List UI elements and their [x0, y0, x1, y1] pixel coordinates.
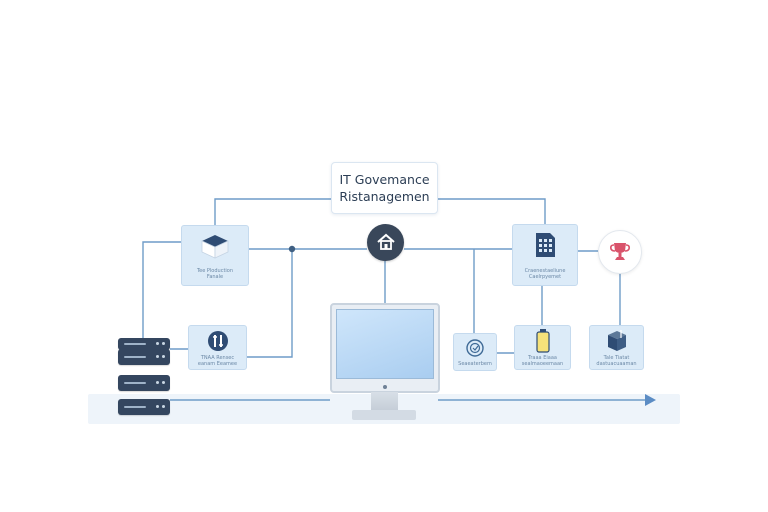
monitor-stand [371, 392, 398, 412]
server-slot [124, 382, 146, 384]
title-line-2: Ristanagemen [339, 189, 430, 204]
server-led [156, 405, 159, 408]
monitor-base [352, 410, 416, 420]
monitor-icon[interactable] [330, 303, 440, 393]
battery-icon [535, 329, 550, 353]
node-sublabel: eanam Eeamee [197, 361, 238, 367]
node-sublabel: dastuacuaaman [596, 361, 637, 367]
server-led [156, 342, 159, 345]
server-led [162, 342, 165, 345]
title-line-1: IT Govemance [339, 172, 430, 187]
hub-node[interactable] [367, 224, 404, 261]
server-unit-2[interactable] [118, 349, 170, 365]
document-grid-icon [536, 233, 555, 257]
timeline-arrowhead [645, 394, 656, 406]
node-label: Craenestaeliune [524, 268, 566, 274]
node-security[interactable]: Seaeaterbem [453, 333, 497, 371]
server-unit-1[interactable] [118, 338, 170, 350]
server-led [156, 381, 159, 384]
award-node[interactable] [598, 230, 642, 274]
cube-icon [201, 235, 229, 259]
node-compliance[interactable]: Craenestaeliune Caelrpyemet [512, 224, 578, 286]
trophy-icon [610, 243, 630, 260]
server-slot [124, 343, 146, 345]
link-dot-tools [247, 249, 293, 358]
seal-icon [466, 339, 484, 357]
server-led [162, 355, 165, 358]
monitor-screen [336, 309, 434, 379]
server-led [162, 381, 165, 384]
node-label: Traaa Eiaaa [528, 355, 557, 361]
server-led [162, 405, 165, 408]
power-led [383, 385, 387, 389]
link-title-right [438, 198, 546, 226]
node-package[interactable]: Tale Tiatat dastuacuaaman [589, 325, 644, 370]
link-left-trunk [142, 241, 181, 340]
node-tools[interactable]: TNAA Rensec eanam Eeamee [188, 325, 247, 370]
node-label: Tee Ploduction [196, 268, 234, 274]
node-label: Seaeaterbem [458, 361, 492, 367]
junction-dot [288, 245, 296, 253]
server-slot [124, 406, 146, 408]
server-unit-4[interactable] [118, 399, 170, 415]
server-slot [124, 356, 146, 358]
node-sublabel: Caelrpyemet [528, 274, 562, 280]
home-gear-icon [377, 233, 395, 250]
node-sublabel: Fanale [206, 274, 224, 280]
node-governance[interactable]: Tee Ploduction Fanale [181, 225, 249, 286]
title-box: IT Govemance Ristanagemen [331, 162, 438, 214]
link-title-left [214, 198, 331, 226]
tools-icon [207, 331, 228, 351]
server-unit-3[interactable] [118, 375, 170, 391]
node-battery[interactable]: Traaa Eiaaa sealmaoeemaan [514, 325, 571, 370]
node-sublabel: sealmaoeemaan [521, 361, 564, 367]
node-label: TNAA Rensec [200, 355, 235, 361]
node-label: Tale Tiatat [603, 355, 630, 361]
package-icon [607, 330, 626, 351]
server-led [156, 355, 159, 358]
